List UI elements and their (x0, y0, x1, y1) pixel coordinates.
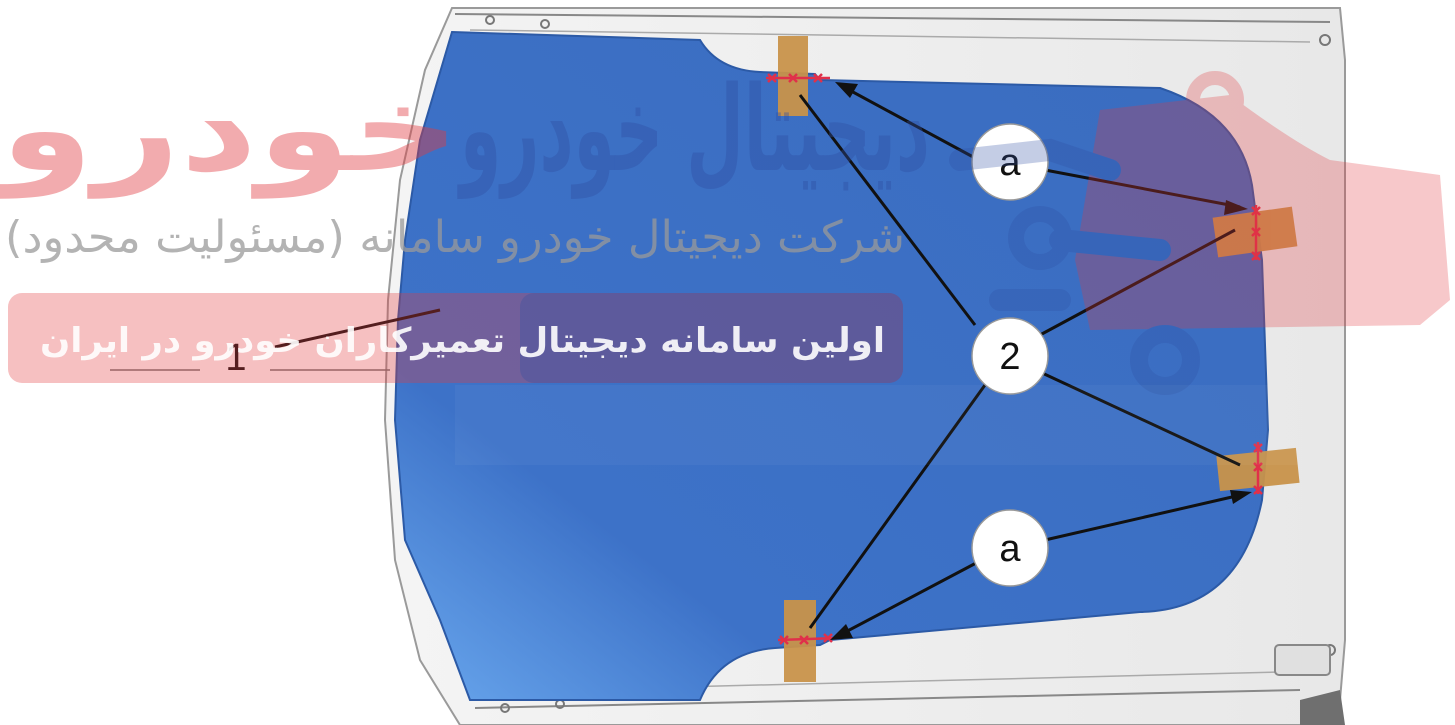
watermark-title-red: خودرو (0, 60, 460, 199)
watermark-band (8, 293, 903, 383)
bolt-icon (540, 19, 550, 29)
bolt-icon (500, 703, 510, 713)
bolt-icon (485, 15, 495, 25)
arrowhead-icon (1224, 200, 1248, 215)
watermark-subtitle: شرکت دیجیتال خودرو سامانه (مسئولیت محدود… (5, 212, 905, 263)
roof-bracket (1274, 644, 1331, 676)
arrowhead-icon (1230, 490, 1252, 504)
svg-text:a: a (999, 142, 1021, 184)
tape-top (778, 36, 808, 116)
car-logo-icon (949, 71, 1450, 395)
svg-text:a: a (999, 528, 1021, 570)
callout-a-top: a (971, 123, 1049, 201)
callout-2: 2 (971, 317, 1049, 395)
leader-lines (110, 82, 1252, 640)
arrowhead-icon (830, 624, 853, 640)
watermark-shadow (455, 385, 1335, 465)
bolt-icon (1319, 34, 1331, 46)
tape-bottom (784, 600, 816, 682)
watermark-title: دیجیتال خودرو (457, 60, 930, 199)
watermark-band-right (520, 293, 903, 383)
watermark-tagline: اولین سامانه دیجیتال تعمیرکاران خودرو در… (40, 321, 885, 361)
svg-text:1: 1 (225, 337, 246, 379)
callout-1: 1 (205, 330, 267, 380)
watermark: خودرو دیجیتال خودرو شرکت دیجیتال خودرو س… (0, 60, 1450, 465)
svg-text:2: 2 (999, 336, 1020, 378)
callout-a-bottom: a (971, 509, 1049, 587)
arrowhead-icon (835, 82, 858, 98)
cut-markers (766, 73, 1263, 645)
